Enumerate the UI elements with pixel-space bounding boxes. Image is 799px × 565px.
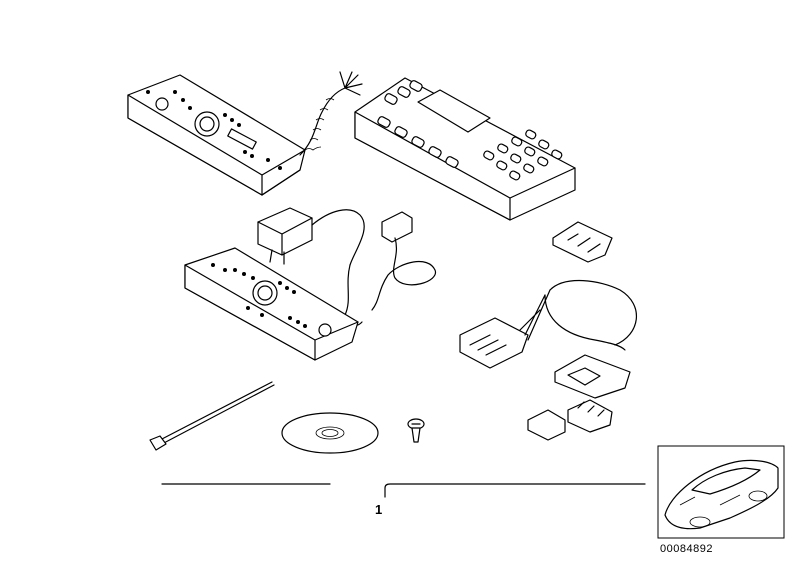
small-connector — [552, 221, 613, 263]
cd-disc — [281, 412, 379, 454]
diagnostic-plug-cable — [371, 211, 436, 311]
wiring-harness — [459, 279, 637, 399]
screw — [407, 418, 425, 443]
callout-number: 1 — [375, 502, 382, 517]
vehicle-thumbnail — [657, 445, 785, 539]
control-panel — [184, 247, 359, 361]
control-panel-with-coiled-cable — [127, 71, 363, 196]
callout-1: 1 — [161, 483, 646, 517]
handheld-remote-unit — [354, 77, 576, 221]
cable-tie — [149, 381, 275, 451]
power-adapter — [257, 207, 365, 327]
diagram-id: 00084892 — [660, 543, 713, 555]
mounting-clips — [527, 399, 613, 441]
